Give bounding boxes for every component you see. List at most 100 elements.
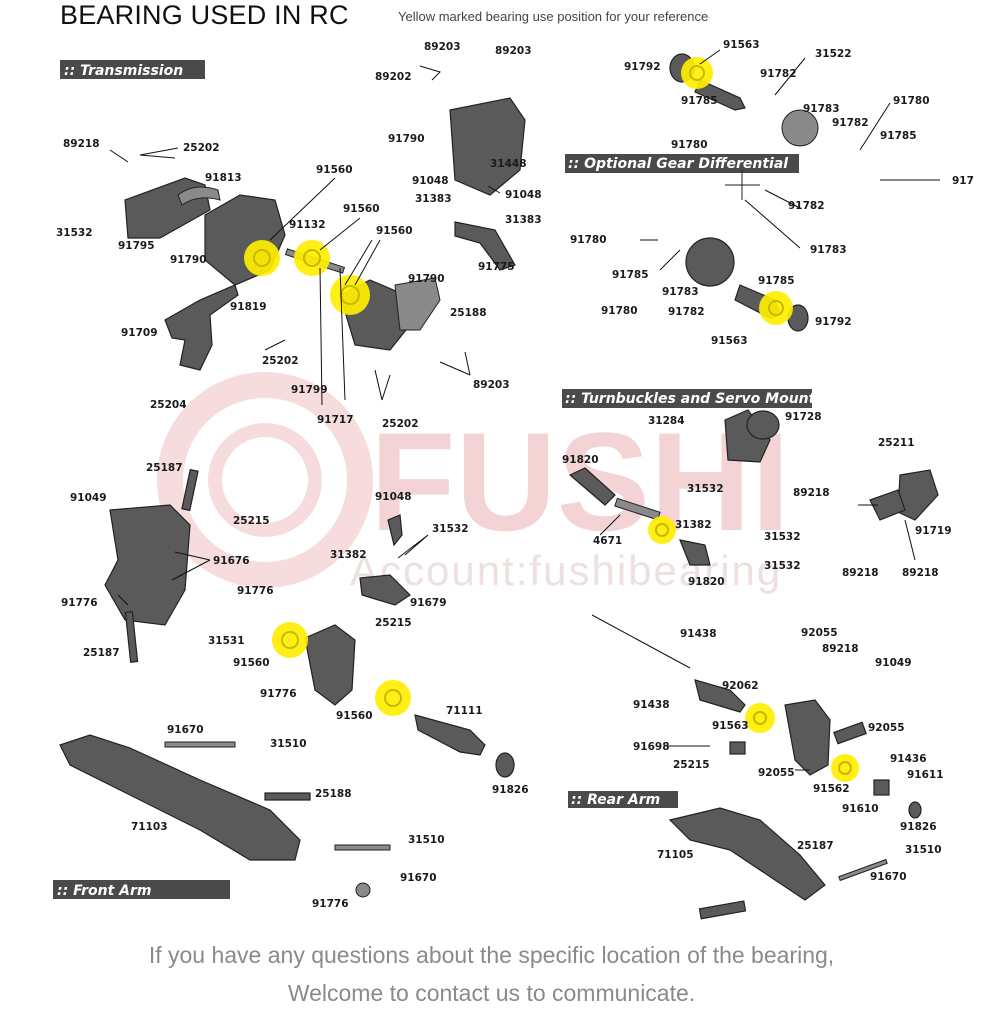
part-number: 91792 <box>815 316 852 328</box>
part-number: 91820 <box>688 576 725 588</box>
top-gearbox-housing <box>449 97 526 196</box>
bearing-marker-91562 <box>831 754 859 782</box>
part-number: 91785 <box>880 130 917 142</box>
footer-line-1: If you have any questions about the spec… <box>148 942 835 968</box>
rod-end-left <box>568 467 616 506</box>
servo-horn <box>724 409 771 463</box>
part-number: 91670 <box>167 724 204 736</box>
hinge-pin-91670-bottom <box>334 844 391 851</box>
part-number: 71103 <box>131 821 168 833</box>
part-number: 91782 <box>668 306 705 318</box>
steering-block <box>304 624 356 706</box>
part-number: 917 <box>952 175 974 187</box>
part-number: 89203 <box>424 41 461 53</box>
leader-line <box>419 65 501 194</box>
part-number: 91776 <box>237 585 274 597</box>
servo-mount-91679 <box>359 574 411 606</box>
gear-diff-section: :: Optional Gear Differential 91563 9179… <box>565 39 974 347</box>
part-number: 71105 <box>657 849 694 861</box>
servo-mount-post <box>897 469 939 521</box>
part-number: 25211 <box>878 437 915 449</box>
part-number: 31383 <box>505 214 542 226</box>
part-number: 91670 <box>400 872 437 884</box>
bearing-ring <box>768 300 784 316</box>
screw-91698 <box>729 741 746 755</box>
part-number: 31531 <box>208 635 245 647</box>
bearing-highlight <box>681 57 793 325</box>
part-number: 89218 <box>902 567 939 579</box>
bearing-highlight <box>272 622 411 716</box>
leader-line <box>439 351 471 376</box>
part-number: 92055 <box>801 627 838 639</box>
front-section: :: Front Arm 25187 91049 25215 91048 315… <box>53 462 529 910</box>
drive-shaft <box>591 614 691 669</box>
bearing-marker-91560-b <box>294 240 330 276</box>
part-number: 91676 <box>213 555 250 567</box>
axle-71111 <box>414 714 486 756</box>
bearing-ring <box>303 249 321 267</box>
part-number: 31383 <box>415 193 452 205</box>
part-number: 25187 <box>83 647 120 659</box>
bearing-marker-91560-front-a <box>272 622 308 658</box>
steering-knuckle-c-hub <box>104 504 191 626</box>
part-number: 91782 <box>832 117 869 129</box>
section-label-bg <box>60 60 205 79</box>
transmission-section: :: Transmission 89203 89203 89202 9179 <box>56 41 542 430</box>
part-number: 91709 <box>121 327 158 339</box>
bearing-marker-91560-c <box>330 275 370 315</box>
pin-25187-bottom <box>124 611 139 663</box>
part-number: 91792 <box>624 61 661 73</box>
rear-section: :: Rear Arm 91438 92055 89218 91049 9206… <box>568 614 944 920</box>
pin-25187-rear <box>698 900 747 920</box>
turnbuckles-section: :: Turnbuckles and Servo Mounts 31284 91… <box>562 389 952 588</box>
part-number: 91782 <box>760 68 797 80</box>
part-number: 31522 <box>815 48 852 60</box>
servo-saver-bracket <box>454 221 516 271</box>
part-number: 91776 <box>312 898 349 910</box>
part-number: 91436 <box>890 753 927 765</box>
part-number: 91048 <box>412 175 449 187</box>
part-number: 91438 <box>633 699 670 711</box>
part-number: 91776 <box>61 597 98 609</box>
part-number: 91132 <box>289 219 326 231</box>
leader-line <box>640 49 940 271</box>
part-number: 91790 <box>170 254 207 266</box>
part-number: 91780 <box>570 234 607 246</box>
part-number: 91048 <box>505 189 542 201</box>
part-number: 31532 <box>56 227 93 239</box>
part-number: 91799 <box>291 384 328 396</box>
part-number: 91563 <box>712 720 749 732</box>
part-number: 91782 <box>788 200 825 212</box>
gearbox-right-cover <box>394 277 441 331</box>
part-number: 91826 <box>900 821 937 833</box>
page-title: BEARING USED IN RC <box>60 0 349 30</box>
bearing-ring <box>753 711 767 725</box>
section-label-bg <box>562 389 812 408</box>
part-number: 91780 <box>601 305 638 317</box>
pin-25187-top <box>181 468 199 512</box>
bearing-ring <box>253 249 271 267</box>
leader-line <box>109 147 179 163</box>
part-number: 91049 <box>70 492 107 504</box>
washer-91776 <box>355 882 371 898</box>
rear-hub-carrier <box>784 699 831 776</box>
rear-arm <box>668 807 826 901</box>
part-number: 91562 <box>813 783 850 795</box>
turnbuckle-rod <box>614 497 661 521</box>
bearing-ring <box>655 523 669 537</box>
part-number: 91795 <box>118 240 155 252</box>
watermark-bearing-logo <box>157 372 373 588</box>
footer-line-2: Welcome to contact us to communicate. <box>287 980 696 1006</box>
part-number: 91776 <box>260 688 297 700</box>
exploded-parts-diagram: FUSHI Account:fushibearing :: Transmissi… <box>53 39 974 920</box>
front-arm <box>59 734 301 861</box>
part-number: 91780 <box>671 139 708 151</box>
leader-line <box>264 267 391 406</box>
part-number: 91560 <box>316 164 353 176</box>
part-number: 91560 <box>336 710 373 722</box>
part-number: 92055 <box>758 767 795 779</box>
bearing-ring <box>689 65 705 81</box>
part-number: 25202 <box>183 142 220 154</box>
part-number: 91819 <box>230 301 267 313</box>
part-number: 89218 <box>822 643 859 655</box>
